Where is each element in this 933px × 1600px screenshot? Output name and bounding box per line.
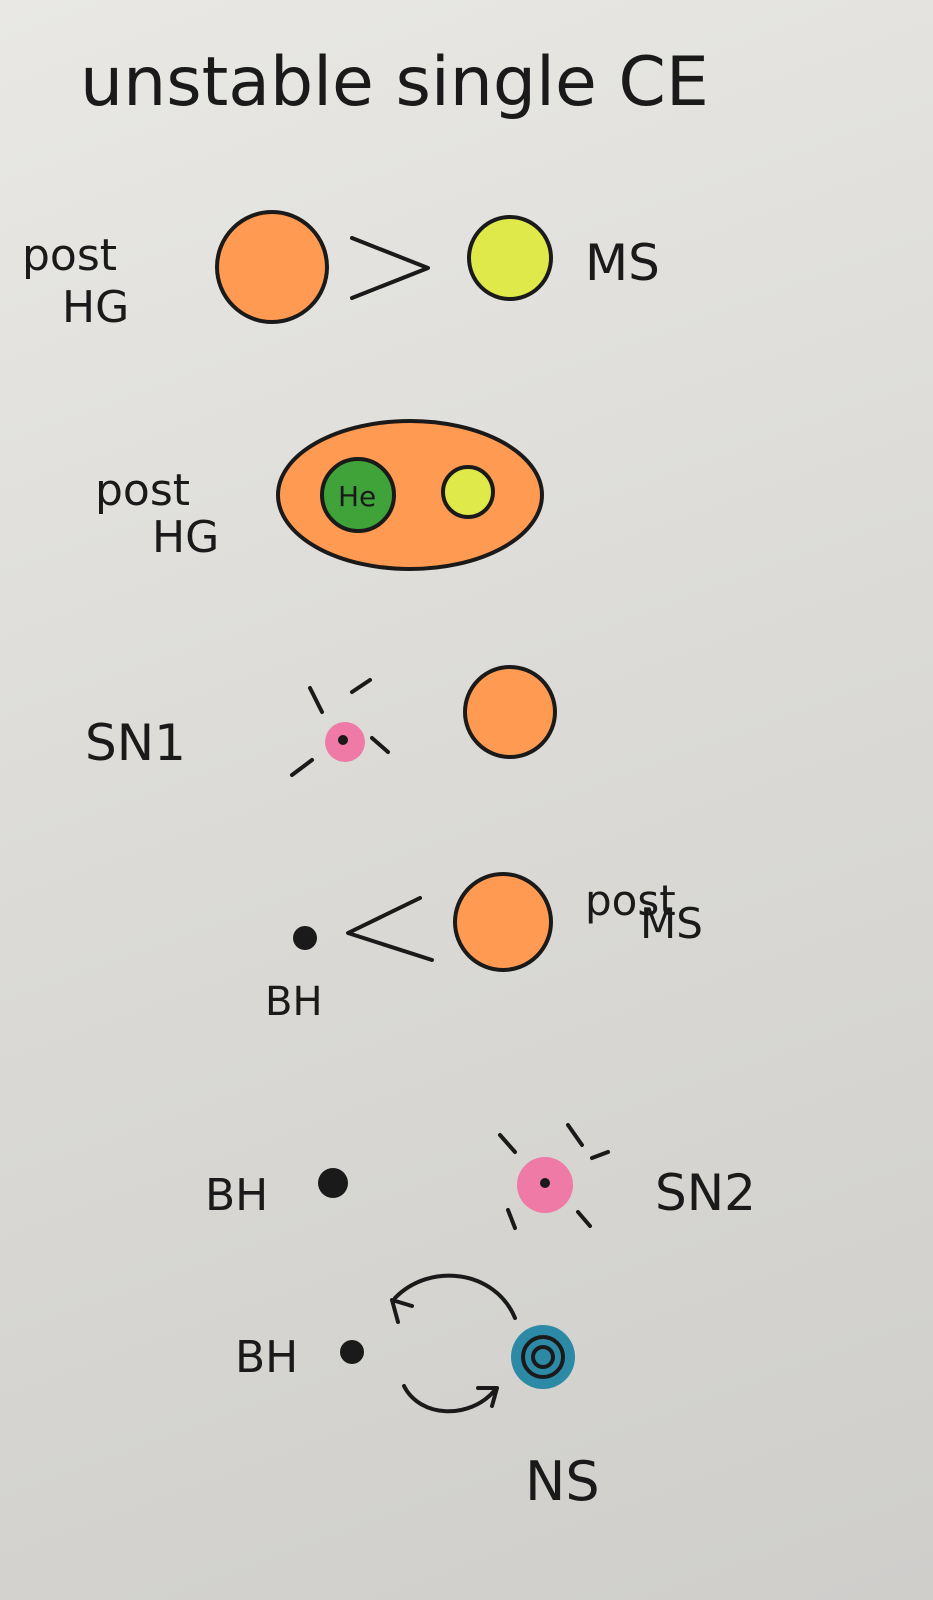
supernova-1-rays xyxy=(290,678,390,777)
stage-2-label-line1: post xyxy=(95,465,190,516)
stage-2: post HG He xyxy=(95,419,544,571)
giant-star-3-outline xyxy=(463,665,557,759)
stage-1: post HG MS xyxy=(22,210,660,333)
helium-core-outline xyxy=(320,457,396,533)
orbit-arrow-top xyxy=(393,1273,517,1320)
giant-star-4-outline xyxy=(453,872,553,972)
stage-5-left-label: BH xyxy=(205,1170,268,1221)
stage-2-label-line2: HG xyxy=(152,512,219,563)
supernova-1-remnant xyxy=(338,735,348,745)
diagram-title: unstable single CE xyxy=(80,43,709,122)
greater-than-sign xyxy=(350,236,430,300)
orbit-arrowhead-top xyxy=(390,1298,414,1324)
supernova-2-rays xyxy=(498,1123,610,1230)
black-hole-1 xyxy=(293,926,317,950)
main-sequence-star-1 xyxy=(469,217,551,299)
stage-3-label: SN1 xyxy=(85,714,186,772)
main-sequence-star-2-outline xyxy=(441,465,495,519)
less-than-sign xyxy=(346,896,434,962)
main-sequence-star-1-outline xyxy=(467,215,553,301)
stage-4-compact-label: BH xyxy=(265,979,323,1025)
main-sequence-star-2 xyxy=(443,467,493,517)
neutron-star-ring-outer xyxy=(521,1335,565,1379)
common-envelope-outline xyxy=(276,419,544,571)
stage-5: BH SN2 xyxy=(205,1123,756,1230)
orbit-arrowhead-bottom xyxy=(476,1386,499,1408)
neutron-star-ring-inner xyxy=(531,1345,555,1369)
stage-5-right-label: SN2 xyxy=(655,1164,756,1222)
stage-1-right-label: MS xyxy=(585,234,660,292)
supernova-2-remnant xyxy=(540,1178,550,1188)
stage-6-left-label: BH xyxy=(235,1332,298,1383)
stage-3: SN1 xyxy=(85,665,557,777)
neutron-star xyxy=(511,1325,575,1389)
stage-4-right-label-line2: MS xyxy=(640,899,703,948)
stage-6-bottom-label: NS xyxy=(525,1450,600,1513)
stage-6: BH NS xyxy=(235,1273,600,1513)
giant-star-3 xyxy=(465,667,555,757)
stage-1-label-line2: HG xyxy=(62,282,129,333)
common-envelope xyxy=(278,421,542,569)
giant-star-1 xyxy=(217,212,327,322)
helium-core-label: He xyxy=(338,480,376,513)
helium-core xyxy=(322,459,394,531)
stage-4-right-label-line1: post xyxy=(585,876,676,925)
giant-star-1-outline xyxy=(215,210,329,324)
black-hole-2 xyxy=(318,1168,348,1198)
stage-1-label-line1: post xyxy=(22,230,117,281)
orbit-arrow-bottom xyxy=(402,1384,497,1414)
black-hole-3 xyxy=(340,1340,364,1364)
stage-4: BH post MS xyxy=(265,872,703,1025)
giant-star-4 xyxy=(455,874,551,970)
